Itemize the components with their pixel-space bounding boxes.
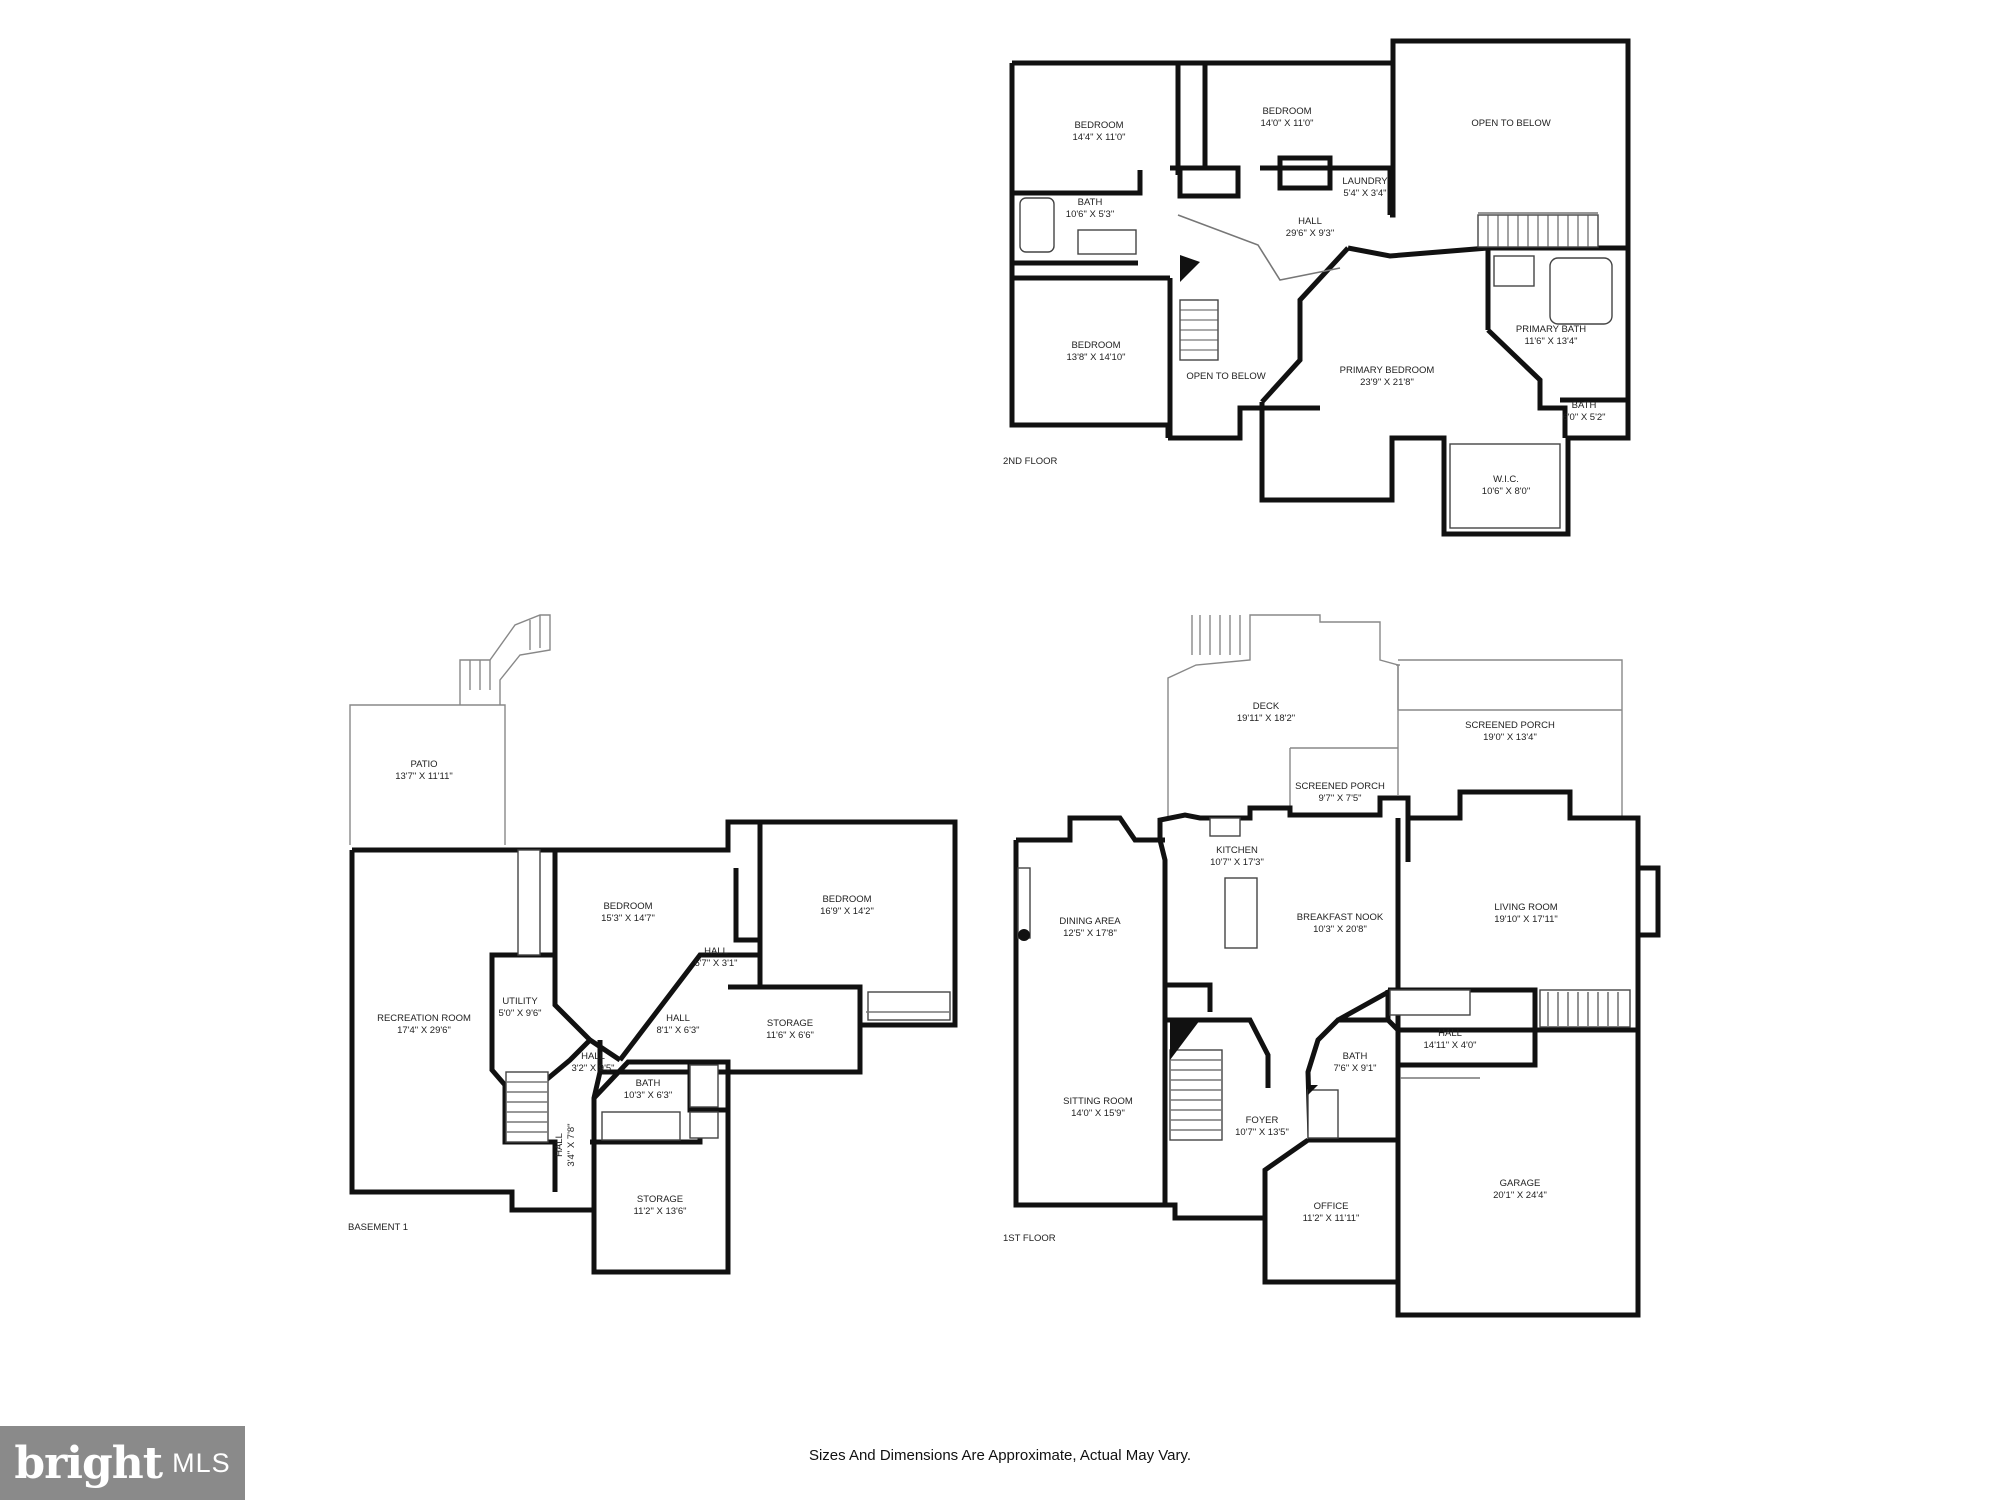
first-floor-walls bbox=[1013, 789, 1661, 1318]
logo-suffix: MLS bbox=[172, 1447, 231, 1478]
second-floor-walls bbox=[1009, 38, 1631, 537]
room-label: W.I.C.10'6" X 8'0" bbox=[1481, 474, 1531, 497]
first-floor-fixtures bbox=[1017, 817, 1631, 1141]
basement-outdoor bbox=[349, 614, 551, 845]
floor-label-basement: BASEMENT 1 bbox=[348, 1222, 409, 1233]
second-floor-stairs bbox=[1179, 214, 1599, 361]
basement-walls bbox=[349, 819, 958, 1275]
floor-label-second: 2ND FLOOR bbox=[1003, 456, 1058, 467]
room-label: OPEN TO BELOW bbox=[1471, 118, 1551, 129]
second-floor-thin-lines bbox=[1019, 197, 1613, 529]
room-label: OPEN TO BELOW bbox=[1186, 371, 1266, 382]
logo-word: bright bbox=[14, 1437, 163, 1489]
disclaimer-text: Sizes And Dimensions Are Approximate, Ac… bbox=[808, 1447, 1192, 1464]
bright-mls-logo: bright MLS bbox=[0, 1426, 245, 1500]
first-floor-outdoor bbox=[1167, 614, 1623, 820]
basement-fixtures bbox=[505, 849, 951, 1143]
floor-label-first: 1ST FLOOR bbox=[1003, 1233, 1056, 1244]
